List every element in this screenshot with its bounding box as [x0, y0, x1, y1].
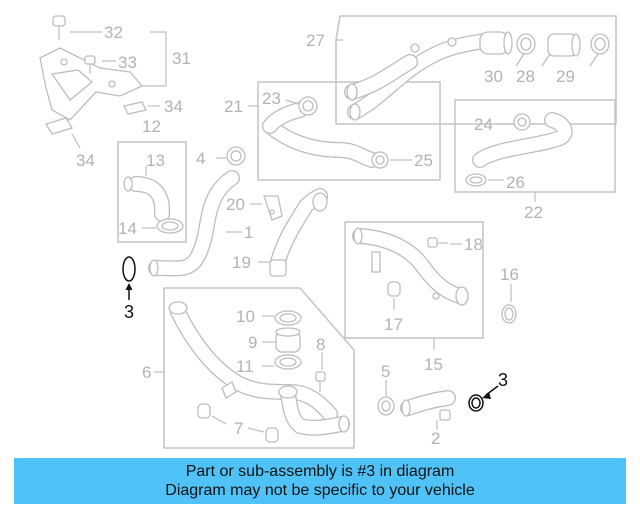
seal-16	[501, 304, 517, 324]
hose-9	[275, 327, 301, 353]
callout-32: 32	[104, 23, 123, 42]
pipe-6	[168, 301, 350, 436]
bracket-20	[263, 195, 283, 221]
clamp-24	[513, 113, 531, 131]
bolt-18	[427, 237, 448, 248]
callout-1: 1	[244, 223, 253, 242]
clamp-26	[465, 173, 487, 187]
callout-27: 27	[306, 31, 325, 50]
callout-23: 23	[262, 89, 281, 108]
pipe-19	[269, 188, 328, 277]
callout-30: 30	[484, 67, 503, 86]
callout-24: 24	[474, 115, 493, 134]
bolt-32	[52, 15, 66, 40]
clip-34	[45, 101, 147, 135]
callout-11: 11	[236, 357, 254, 376]
hose-1	[148, 170, 240, 277]
group-box-27	[335, 15, 617, 125]
clamp-29	[590, 33, 610, 55]
callout-33: 33	[118, 53, 137, 72]
callout-34-top: 34	[164, 97, 183, 116]
callout-7: 7	[234, 419, 243, 438]
charge-pipe-27	[344, 31, 513, 121]
o-ring-3-left	[122, 256, 136, 300]
group-box-21	[257, 81, 441, 181]
callout-16: 16	[500, 265, 519, 284]
info-banner: Part or sub-assembly is #3 in diagram Di…	[14, 458, 626, 504]
callout-12: 12	[142, 117, 161, 136]
callout-2: 2	[431, 429, 440, 448]
callout-29: 29	[556, 67, 575, 86]
group-box-6	[163, 287, 355, 449]
callout-31: 31	[172, 49, 191, 68]
callout-14: 14	[118, 219, 137, 238]
callout-17: 17	[384, 315, 403, 334]
callout-10: 10	[236, 307, 255, 326]
clamp-23	[298, 96, 318, 116]
grommet-17	[387, 281, 401, 297]
clamp-14	[156, 218, 184, 234]
callout-22: 22	[524, 203, 543, 222]
clamp-5	[377, 396, 395, 416]
hose-21	[262, 102, 380, 168]
clamp-4	[226, 146, 246, 166]
callout-21: 21	[224, 97, 243, 116]
group-box-15	[344, 221, 484, 339]
o-ring-3-right	[468, 385, 499, 412]
callout-28: 28	[516, 67, 535, 86]
clamp-30	[516, 33, 536, 55]
hose-22	[472, 112, 573, 168]
callout-15: 15	[424, 355, 443, 374]
callout-3-right: 3	[498, 370, 508, 390]
banner-line-2: Diagram may not be specific to your vehi…	[165, 482, 475, 499]
callout-18: 18	[464, 235, 483, 254]
clamp-10	[274, 310, 302, 326]
callout-26: 26	[506, 173, 525, 192]
group-box-12	[117, 141, 187, 243]
pipe-15	[352, 227, 469, 306]
banner-line-1: Part or sub-assembly is #3 in diagram	[185, 463, 455, 480]
hose-28	[547, 33, 581, 57]
bolt-33	[84, 55, 96, 74]
callout-19: 19	[232, 253, 251, 272]
callout-25: 25	[414, 151, 433, 170]
elbow-hose-13	[123, 176, 170, 222]
callout-20: 20	[226, 195, 245, 214]
callout-8: 8	[316, 335, 325, 354]
bolt-8	[315, 371, 326, 392]
callout-6: 6	[142, 363, 151, 382]
clamp-11	[274, 354, 302, 370]
clamp-25	[371, 151, 389, 169]
callout-34-bottom: 34	[76, 151, 95, 170]
callout-4: 4	[196, 149, 205, 168]
grommet-7	[197, 403, 279, 443]
callout-3-left: 3	[124, 302, 134, 322]
hose-2	[400, 390, 456, 421]
callout-13: 13	[146, 151, 165, 170]
callout-9: 9	[248, 333, 257, 352]
callout-5: 5	[381, 362, 390, 381]
